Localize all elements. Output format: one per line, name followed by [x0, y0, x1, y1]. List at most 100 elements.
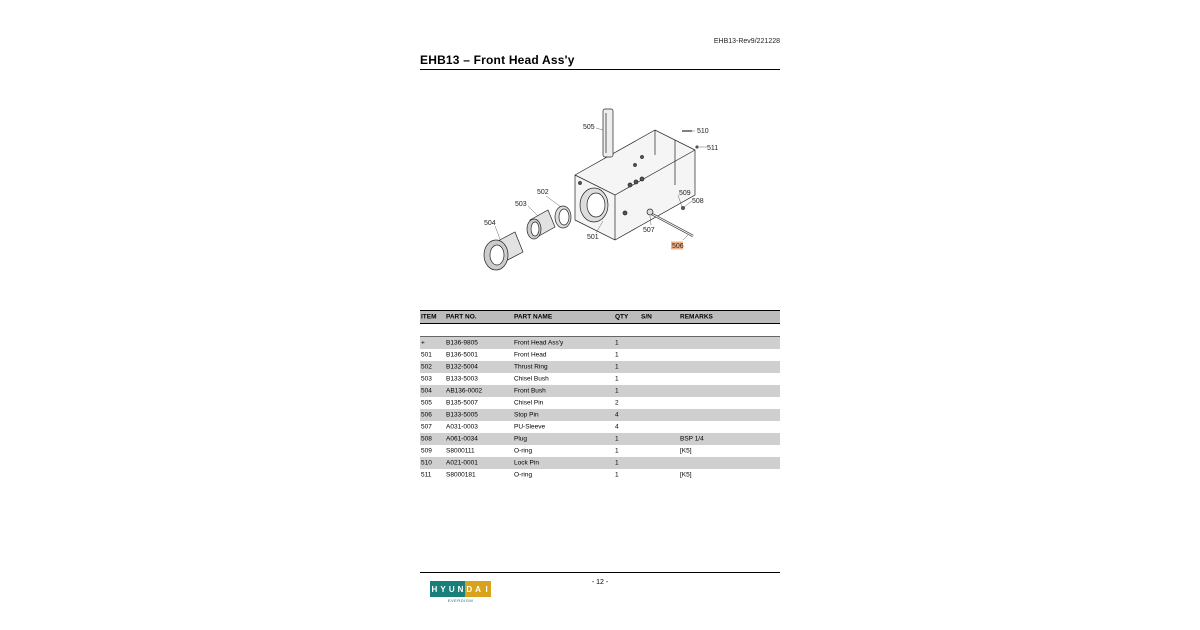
- parts-table-header: ITEM PART NO. PART NAME QTY S/N REMARKS: [420, 310, 780, 324]
- header-qty: QTY: [615, 313, 629, 321]
- page-number: - 12 -: [591, 579, 609, 586]
- cell-part-name: Thrust Ring: [514, 363, 548, 371]
- table-row: 511 S8000181 O-ring 1 [K5]: [420, 469, 780, 481]
- callout-503: 503: [515, 201, 527, 208]
- header-remarks: REMARKS: [680, 313, 713, 321]
- callout-510: 510: [697, 128, 709, 135]
- header-item: ITEM: [421, 313, 437, 321]
- front-bush-504: [483, 231, 524, 271]
- cell-part-name: PU-Sleeve: [514, 423, 546, 431]
- cell-item: 504: [421, 387, 432, 395]
- table-row: 501 B136-5001 Front Head 1: [420, 349, 780, 361]
- cell-qty: 4: [615, 423, 619, 431]
- cell-qty: 1: [615, 387, 619, 395]
- cell-item: 503: [421, 375, 432, 383]
- cell-part-no: B133-5003: [446, 375, 478, 383]
- chisel-pin-505: [602, 108, 614, 158]
- cell-part-name: Stop Pin: [514, 411, 539, 419]
- logo-letter: I: [482, 581, 492, 597]
- cell-part-no: B132-5004: [446, 363, 478, 371]
- cell-part-name: O-ring: [514, 471, 533, 479]
- table-row: 507 A031-0003 PU-Sleeve 4: [420, 421, 780, 433]
- cell-part-no: B136-9805: [446, 339, 478, 347]
- header-part-name: PART NAME: [514, 313, 553, 321]
- page-title: EHB13 – Front Head Ass'y: [420, 53, 575, 67]
- pu-sleeve-507: [646, 208, 654, 216]
- callout-508: 508: [692, 198, 704, 205]
- cell-item: 511: [421, 471, 432, 479]
- cell-part-name: Lock Pin: [514, 459, 539, 467]
- cell-item: 508: [421, 435, 432, 443]
- header-part-no: PART NO.: [446, 313, 477, 321]
- logo-letter: H: [430, 581, 439, 597]
- cell-qty: 1: [615, 375, 619, 383]
- cell-qty: 1: [615, 471, 619, 479]
- cell-part-name: Front Head Ass'y: [514, 339, 564, 347]
- callout-505: 505: [583, 124, 595, 131]
- table-row: 504 AB136-0002 Front Bush 1: [420, 385, 780, 397]
- cell-remarks: [K5]: [680, 447, 692, 455]
- cell-part-no: A031-0003: [446, 423, 478, 431]
- logo-letter: N: [456, 581, 465, 597]
- cell-item: 509: [421, 447, 432, 455]
- o-ring-511: [695, 145, 699, 149]
- table-row: 503 B133-5003 Chisel Bush 1: [420, 373, 780, 385]
- cell-part-name: Front Bush: [514, 387, 546, 395]
- logo-subtitle: EVERDIGM: [447, 598, 474, 603]
- logo-letter: D: [464, 581, 474, 597]
- callout-leaders: [494, 127, 707, 241]
- cell-qty: 4: [615, 411, 619, 419]
- cell-qty: 1: [615, 459, 619, 467]
- callout-506: 506: [672, 243, 684, 250]
- table-spacer-row: [420, 324, 780, 337]
- cell-part-name: O-ring: [514, 447, 533, 455]
- exploded-view-svg: 505 510 511 509 508 502 503 504 501 507 …: [483, 108, 718, 271]
- cell-part-no: B135-5007: [446, 399, 478, 407]
- cell-remarks: BSP 1/4: [680, 435, 704, 443]
- cell-qty: 1: [615, 339, 619, 347]
- callout-504: 504: [484, 220, 496, 227]
- cell-item: 502: [421, 363, 432, 371]
- front-head-body: [574, 129, 696, 241]
- stop-pin-506: [649, 212, 694, 237]
- document-code: EHB13-Rev9/221228: [713, 38, 780, 45]
- cell-part-no: S8000111: [446, 447, 475, 455]
- cell-part-name: Front Head: [514, 351, 547, 359]
- cell-remarks: [K5]: [680, 471, 692, 479]
- header-sn: S/N: [641, 313, 652, 321]
- callout-501: 501: [587, 234, 599, 241]
- cell-qty: 1: [615, 351, 619, 359]
- callout-509: 509: [679, 190, 691, 197]
- title-divider: [420, 69, 780, 70]
- table-row: 509 S8000111 O-ring 1 [K5]: [420, 445, 780, 457]
- cell-qty: 1: [615, 447, 619, 455]
- logo-letter: U: [447, 581, 457, 597]
- highlight-marker-506: [671, 241, 683, 250]
- cell-part-name: Chisel Bush: [514, 375, 549, 383]
- cell-part-no: AB136-0002: [446, 387, 483, 395]
- cell-item: 505: [421, 399, 432, 407]
- cell-part-name: Plug: [514, 435, 528, 443]
- callout-502: 502: [537, 189, 549, 196]
- table-row: + B136-9805 Front Head Ass'y 1: [420, 337, 780, 349]
- cell-qty: 2: [615, 399, 619, 407]
- chisel-bush-503: [526, 209, 556, 240]
- cell-item: 501: [421, 351, 432, 359]
- cell-part-no: B136-5001: [446, 351, 478, 359]
- cell-item: 510: [421, 459, 432, 467]
- exploded-view-drawing: 505 510 511 509 508 502 503 504 501 507 …: [420, 95, 780, 295]
- callout-labels: 505 510 511 509 508 502 503 504 501 507 …: [484, 124, 718, 250]
- parts-table: ITEM PART NO. PART NAME QTY S/N REMARKS …: [420, 310, 780, 481]
- cell-item: +: [421, 339, 425, 347]
- cell-item: 507: [421, 423, 432, 431]
- cell-part-no: S8000181: [446, 471, 476, 479]
- callout-507: 507: [643, 227, 655, 234]
- cell-item: 506: [421, 411, 432, 419]
- logo-letter: Y: [438, 581, 448, 597]
